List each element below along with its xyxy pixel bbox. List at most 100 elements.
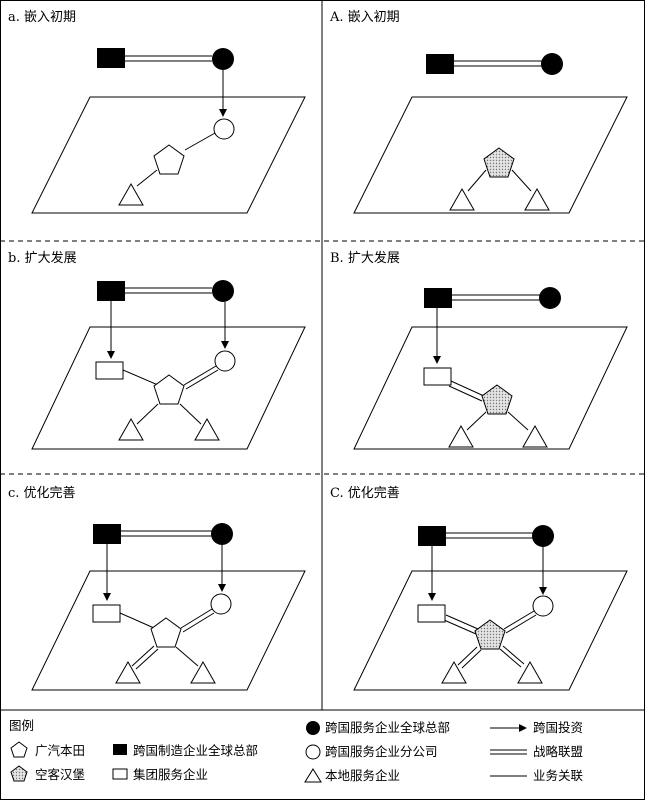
- local-service-triangle: [118, 182, 144, 206]
- manufacturing-hq-square: [426, 54, 454, 74]
- business-line: [466, 411, 487, 431]
- plane: [353, 570, 628, 691]
- group-service-rect: [423, 367, 452, 386]
- local-service-triangle: [194, 417, 220, 441]
- business-line: [184, 132, 216, 151]
- plane: [353, 326, 628, 450]
- manufacturing-hq-square: [97, 281, 125, 301]
- air-hamburg-pentagon: [483, 147, 515, 178]
- local-service-triangle: [517, 660, 543, 684]
- filled-circle-icon: [306, 721, 320, 735]
- group-service-rect: [92, 604, 121, 623]
- alliance-line: [457, 646, 482, 669]
- alliance-line: [454, 60, 542, 67]
- plane: [31, 570, 306, 691]
- alliance-line: [443, 614, 479, 635]
- local-service-triangle: [118, 417, 144, 441]
- business-line: [136, 403, 159, 425]
- plane: [31, 326, 306, 450]
- manufacturing-hq-square: [93, 524, 121, 544]
- business-line: [511, 169, 532, 192]
- legend-air-hamburg: 空客汉堡: [35, 767, 86, 782]
- panel-title-a: a. 嵌入初期: [8, 10, 76, 25]
- local-service-triangle: [524, 187, 550, 211]
- business-line: [507, 411, 529, 431]
- triangle-icon: [304, 768, 322, 783]
- manufacturing-hq-square: [418, 526, 446, 546]
- panel-a: a. 嵌入初期: [8, 10, 306, 214]
- alliance-line: [451, 294, 540, 301]
- service-hq-circle: [532, 525, 554, 547]
- service-hq-circle: [541, 53, 563, 75]
- air-hamburg-pentagon: [474, 619, 506, 650]
- plane: [31, 96, 306, 214]
- panel-title-c: c. 优化完善: [8, 485, 76, 501]
- gac-honda-pentagon: [153, 144, 185, 175]
- service-branch-circle: [214, 350, 236, 372]
- local-service-triangle: [448, 424, 474, 448]
- service-branch-circle: [213, 118, 235, 140]
- legend-service-hq: 跨国服务企业全球总部: [325, 720, 450, 735]
- manufacturing-hq-square: [424, 288, 452, 308]
- panel-title-C: C. 优化完善: [330, 485, 400, 501]
- pentagon-icon: [10, 741, 28, 758]
- legend-investment: 跨国投资: [533, 720, 583, 735]
- alliance-line: [503, 610, 537, 634]
- manufacturing-hq-square: [97, 48, 125, 68]
- filled-square-icon: [113, 744, 127, 755]
- alliance-line: [499, 645, 525, 668]
- gac-honda-pentagon: [150, 617, 182, 648]
- legend-group-service: 集团服务企业: [133, 767, 208, 782]
- legend-service-branch: 跨国服务企业分公司: [325, 744, 438, 759]
- service-hq-circle: [212, 280, 234, 302]
- alliance-line: [183, 365, 219, 390]
- service-hq-circle: [539, 287, 561, 309]
- alliance-line: [124, 55, 212, 62]
- legend-business: 业务关联: [533, 768, 584, 783]
- business-line: [122, 369, 159, 386]
- open-circle-icon: [305, 744, 321, 760]
- air-hamburg-pentagon: [481, 384, 513, 415]
- service-branch-circle: [532, 595, 554, 617]
- panel-c: c. 优化完善: [8, 485, 306, 691]
- legend-title: 图例: [9, 718, 34, 733]
- alliance-line: [120, 530, 212, 537]
- double-line-icon: [490, 749, 527, 755]
- legend-gac-honda: 广汽本田: [35, 743, 85, 758]
- service-branch-circle: [210, 593, 232, 615]
- legend-alliance: 战略联盟: [533, 744, 583, 759]
- panel-title-A: A. 嵌入初期: [329, 10, 400, 25]
- alliance-line: [448, 380, 485, 402]
- panel-B: B. 扩大发展: [330, 250, 628, 450]
- shaded-pentagon-icon: [10, 765, 28, 782]
- local-service-triangle: [441, 660, 467, 684]
- service-hq-circle: [212, 48, 234, 70]
- alliance-line: [131, 645, 159, 670]
- gac-honda-pentagon: [153, 374, 185, 405]
- local-service-triangle: [522, 424, 548, 448]
- legend: 图例 广汽本田 空客汉堡 跨国制造企业全球总部 集团服务企业 跨国服务企业全球总…: [9, 718, 584, 783]
- local-service-triangle: [115, 660, 141, 684]
- alliance-line: [124, 287, 212, 294]
- panel-title-B: B. 扩大发展: [330, 250, 400, 266]
- business-line: [467, 169, 487, 192]
- open-rect-icon: [112, 768, 128, 780]
- alliance-line: [180, 608, 215, 633]
- group-service-rect: [417, 604, 446, 623]
- legend-local-service: 本地服务企业: [325, 768, 400, 783]
- business-line: [179, 403, 202, 425]
- local-service-triangle: [449, 187, 475, 211]
- panel-A: A. 嵌入初期: [329, 10, 628, 214]
- local-service-triangle: [190, 660, 216, 684]
- business-line: [119, 612, 155, 629]
- group-service-rect: [95, 361, 124, 380]
- alliance-line: [445, 532, 533, 539]
- plane: [353, 96, 628, 214]
- panel-title-b: b. 扩大发展: [8, 250, 77, 266]
- business-line: [136, 169, 158, 187]
- legend-manufacturing-hq: 跨国制造企业全球总部: [133, 743, 258, 758]
- panel-C: C. 优化完善: [330, 485, 628, 691]
- panel-b: b. 扩大发展: [8, 250, 306, 450]
